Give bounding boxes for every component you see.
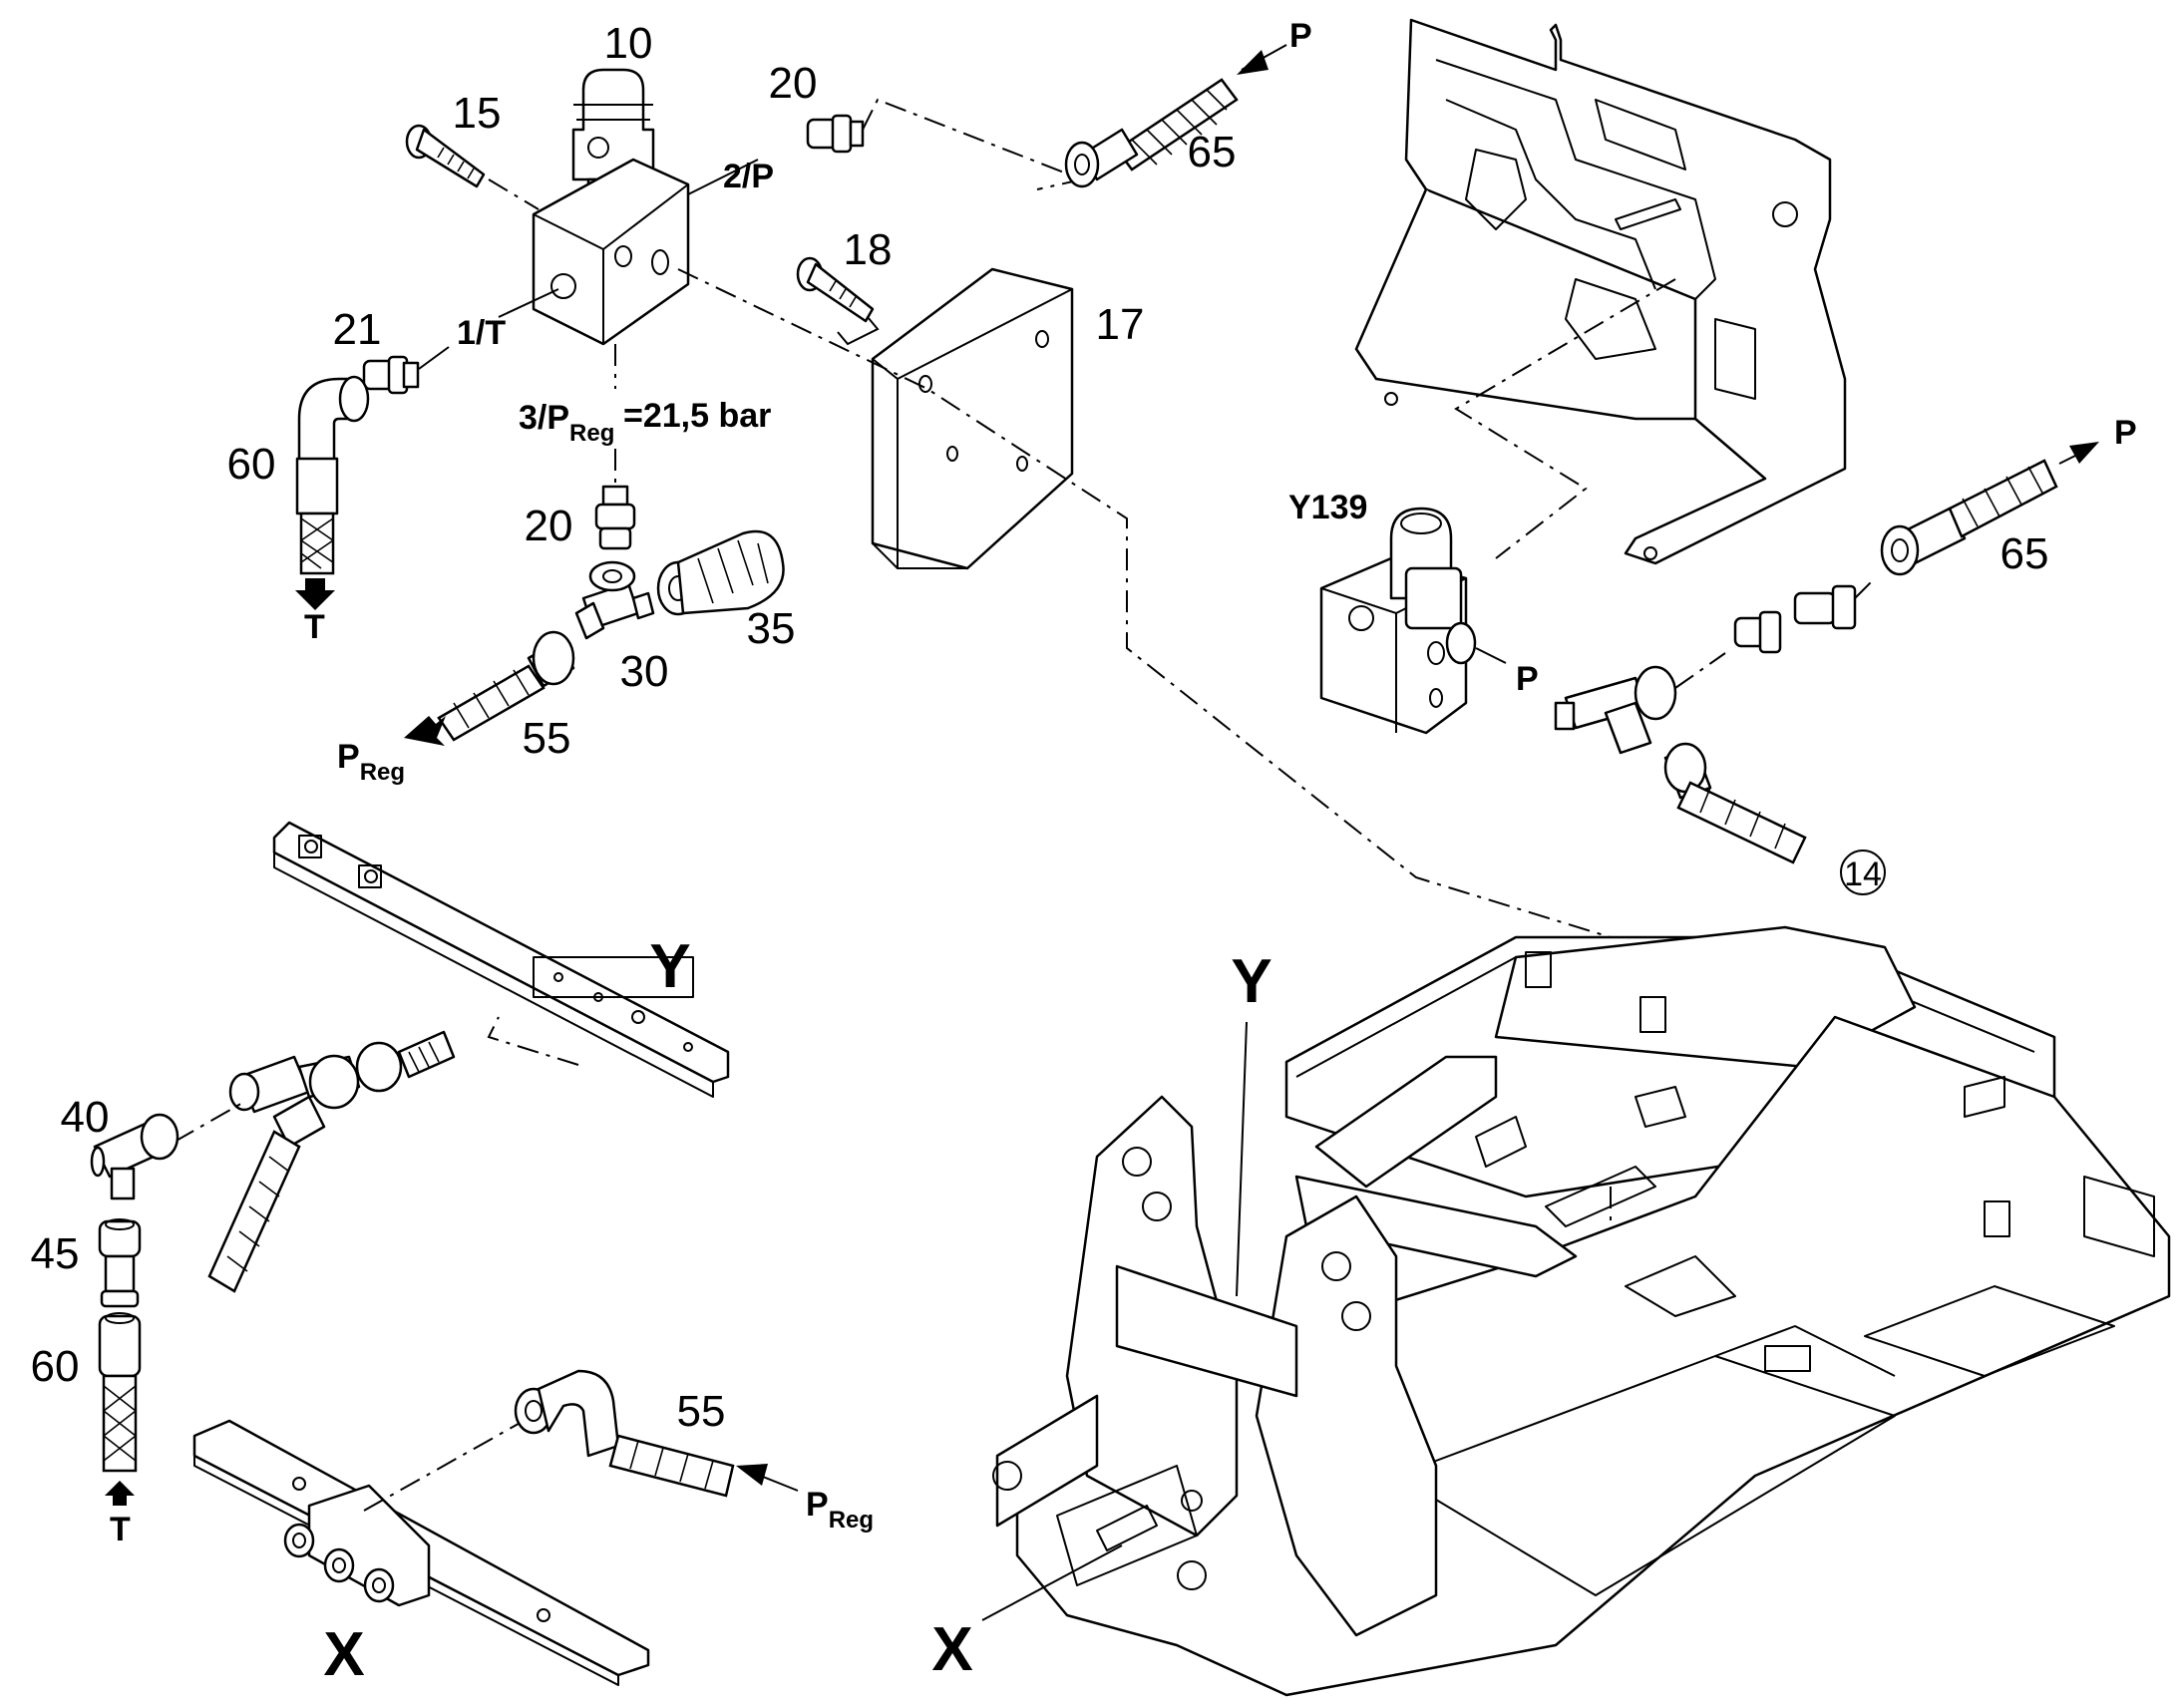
fitting-20-top bbox=[806, 114, 865, 154]
port-P-top: P bbox=[1289, 17, 1312, 55]
fitting-right-mid bbox=[1733, 584, 1857, 654]
bolt-15 bbox=[405, 124, 486, 188]
hose-60-elbow bbox=[295, 375, 370, 575]
fitting-45 bbox=[98, 1218, 142, 1308]
port-3P: 3/PReg bbox=[519, 399, 614, 447]
valve-Y139 bbox=[1319, 507, 1477, 735]
fitting-21 bbox=[362, 355, 420, 395]
port-1T: 1/T bbox=[457, 314, 506, 352]
callout-20-top: 20 bbox=[769, 59, 818, 108]
tee-fitting-30 bbox=[574, 560, 655, 640]
rail-detail-Y bbox=[272, 821, 730, 1098]
tee-fitting-right bbox=[1554, 665, 1677, 755]
callout-30: 30 bbox=[620, 647, 669, 696]
cap-35 bbox=[656, 529, 785, 616]
circled-ref-14: 14 bbox=[1844, 855, 1882, 893]
callout-10: 10 bbox=[604, 19, 653, 68]
hose-65-top bbox=[1064, 78, 1239, 188]
bolt-18 bbox=[796, 256, 875, 323]
callout-45: 45 bbox=[31, 1229, 80, 1278]
arrow-icon bbox=[1237, 44, 1287, 75]
port-2P: 2/P bbox=[723, 158, 774, 195]
fitting-20-lower bbox=[594, 485, 636, 550]
port-PReg-top: PReg bbox=[337, 738, 405, 786]
port-T-bottom: T bbox=[110, 1511, 131, 1548]
arrow-icon bbox=[295, 578, 335, 610]
hose-55-lower bbox=[514, 1369, 735, 1498]
callout-65-top: 65 bbox=[1188, 128, 1237, 176]
callout-17: 17 bbox=[1096, 300, 1145, 349]
tee-40 bbox=[90, 1113, 180, 1200]
view-Y-frame: Y bbox=[1231, 947, 1272, 1016]
pressure-value: =21,5 bar bbox=[623, 397, 771, 435]
port-PReg-lower: PReg bbox=[806, 1486, 874, 1534]
hose-65-right bbox=[1880, 459, 2058, 576]
port-P-valve: P bbox=[1516, 660, 1539, 698]
callouts: 10 15 20 2/P 65 P 18 17 21 1/T 60 T 3/PR… bbox=[31, 17, 2137, 1689]
tee-assembly-Y bbox=[207, 1030, 456, 1293]
arrow-icon bbox=[736, 1464, 799, 1492]
callout-20-lower: 20 bbox=[525, 502, 573, 550]
arrow-icon bbox=[2058, 442, 2099, 465]
callout-65-right: 65 bbox=[2000, 529, 2049, 578]
view-X-detail: X bbox=[323, 1620, 364, 1689]
hose-14 bbox=[1663, 742, 1886, 895]
callout-18: 18 bbox=[844, 225, 893, 274]
mounting-bracket bbox=[1354, 18, 1847, 565]
valve-block bbox=[532, 158, 690, 346]
port-P-right: P bbox=[2114, 414, 2137, 452]
view-Y-detail: Y bbox=[649, 932, 690, 1001]
callout-60-lower: 60 bbox=[31, 1342, 80, 1391]
callout-55-lower: 55 bbox=[677, 1387, 726, 1436]
loader-arms bbox=[992, 1095, 1438, 1637]
port-T-left: T bbox=[304, 608, 325, 646]
plate-17 bbox=[871, 267, 1074, 570]
callout-15: 15 bbox=[453, 89, 502, 138]
hose-55-top bbox=[437, 630, 575, 742]
rail-detail-X bbox=[192, 1419, 650, 1686]
valve-label-Y139: Y139 bbox=[1288, 489, 1367, 526]
arrow-icon bbox=[404, 716, 446, 746]
callout-60-left: 60 bbox=[227, 440, 276, 489]
arrow-icon bbox=[105, 1481, 135, 1506]
callout-35: 35 bbox=[747, 604, 796, 653]
callout-21: 21 bbox=[333, 305, 382, 354]
view-X-frame: X bbox=[931, 1615, 972, 1684]
callout-40: 40 bbox=[61, 1093, 110, 1142]
callout-55-top: 55 bbox=[523, 714, 571, 763]
hose-60-lower bbox=[98, 1312, 142, 1473]
